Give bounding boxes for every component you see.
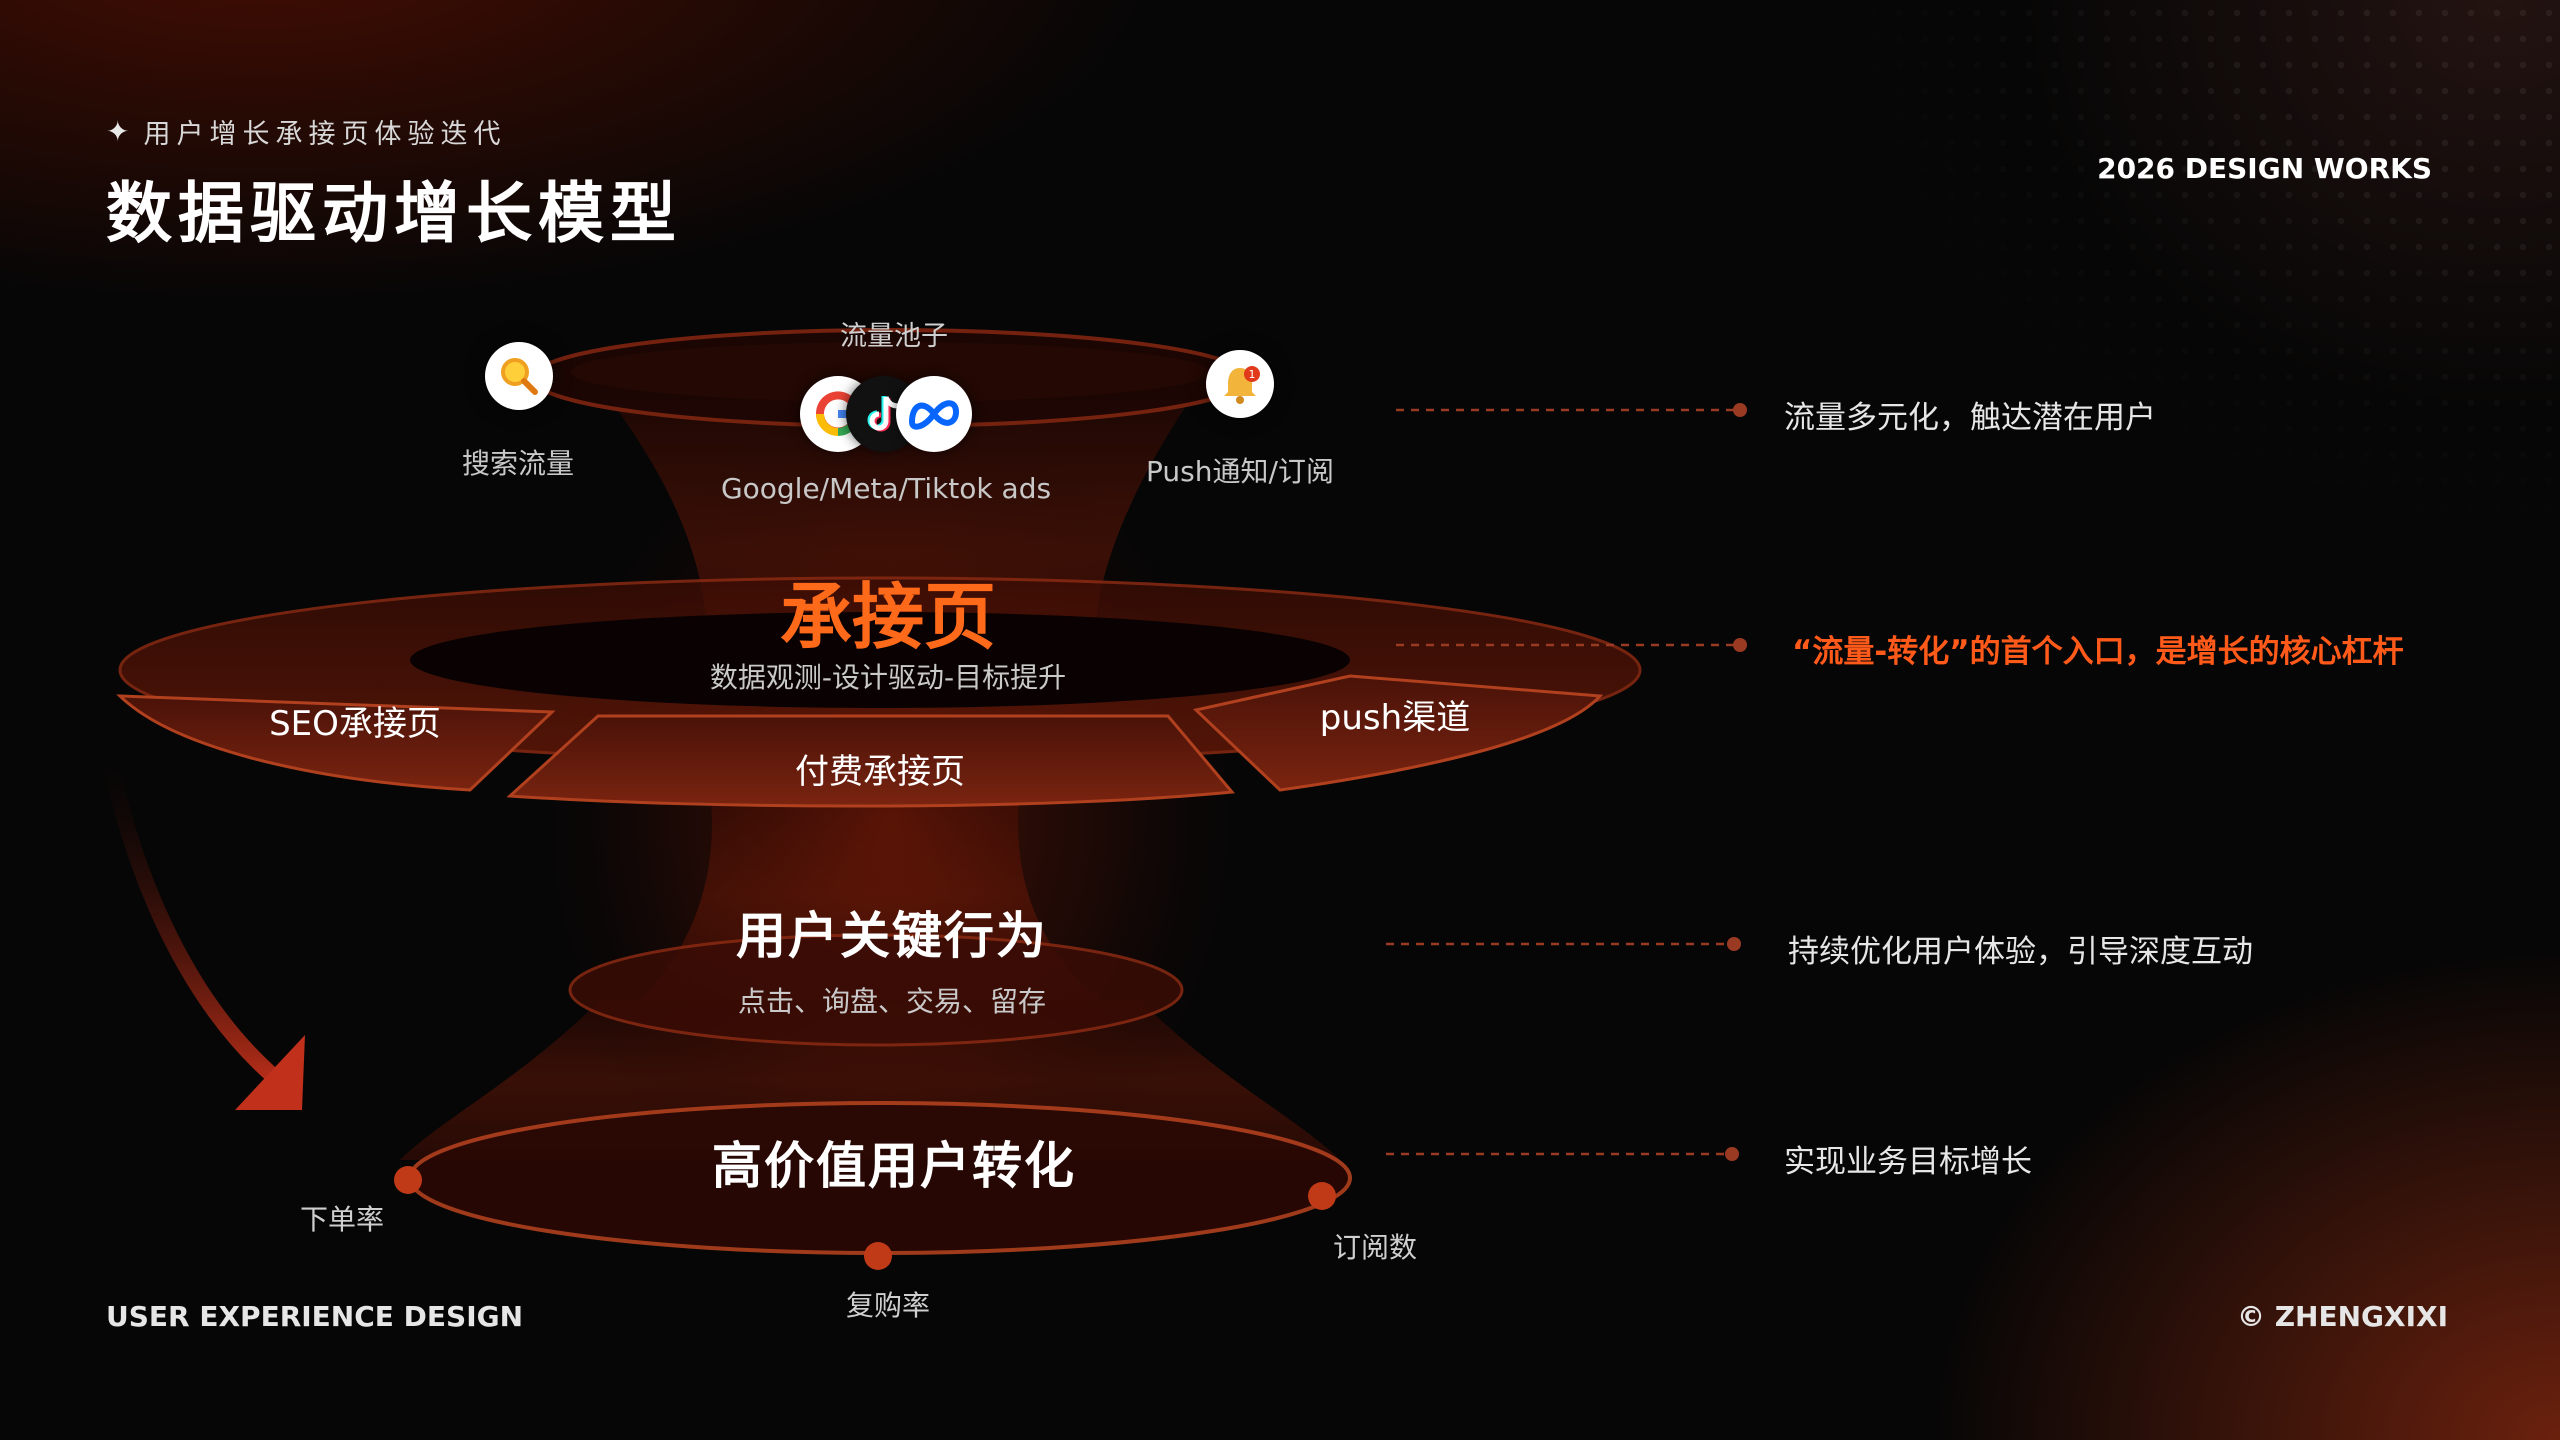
connector-3-dot bbox=[1727, 937, 1741, 951]
segment-seo-label: SEO承接页 bbox=[269, 704, 441, 744]
svg-text:1: 1 bbox=[1249, 368, 1256, 381]
bell-icon: 1 bbox=[1206, 350, 1274, 418]
page-title: 数据驱动增长模型 bbox=[106, 175, 682, 252]
metric-order-rate: 下单率 bbox=[299, 1203, 385, 1236]
dot-pattern bbox=[1860, 0, 2560, 520]
behavior-subtitle: 点击、询盘、交易、留存 bbox=[737, 985, 1047, 1018]
behavior-title: 用户关键行为 bbox=[736, 907, 1048, 965]
segment-paid-label: 付费承接页 bbox=[795, 752, 965, 792]
traffic-ring-inner bbox=[570, 342, 1210, 402]
footer-left-label: USER EXPERIENCE DESIGN bbox=[106, 1300, 524, 1333]
traffic-pool-label: 流量池子 bbox=[840, 321, 948, 352]
subtitle-text: 用户增长承接页体验迭代 bbox=[143, 119, 507, 150]
metric-subscriptions: 订阅数 bbox=[1332, 1231, 1418, 1264]
landing-ring-hole bbox=[410, 612, 1350, 708]
sparkle-icon: ✦ bbox=[106, 115, 130, 148]
note-behavior: 持续优化用户体验，引导深度互动 bbox=[1788, 934, 2253, 970]
push-traffic-label: Push通知/订阅 bbox=[1146, 455, 1334, 488]
curved-arrow-head bbox=[235, 1035, 305, 1110]
landing-subtitle: 数据观测-设计驱动-目标提升 bbox=[709, 661, 1067, 694]
connector-1-dot bbox=[1733, 403, 1747, 417]
note-traffic: 流量多元化，触达潜在用户 bbox=[1784, 400, 2156, 436]
meta-icon bbox=[896, 376, 972, 452]
segment-paid-shape bbox=[506, 714, 1235, 808]
connector-4-dot bbox=[1725, 1147, 1739, 1161]
metric-dot-repurchase bbox=[864, 1242, 892, 1270]
ads-traffic-label: Google/Meta/Tiktok ads bbox=[720, 472, 1052, 505]
conversion-title: 高价值用户转化 bbox=[712, 1137, 1076, 1195]
segment-seo-shape bbox=[116, 694, 556, 792]
behavior-ring bbox=[568, 933, 1184, 1047]
page-subtitle: ✦ 用户增长承接页体验迭代 bbox=[106, 112, 506, 151]
connector-2-dot bbox=[1733, 638, 1747, 652]
metric-dot-subscribe bbox=[1308, 1182, 1336, 1210]
metric-repurchase-rate: 复购率 bbox=[845, 1289, 931, 1322]
note-conversion: 实现业务目标增长 bbox=[1784, 1144, 2032, 1180]
segment-push-label: push渠道 bbox=[1319, 698, 1471, 738]
search-traffic-label: 搜索流量 bbox=[461, 447, 575, 480]
note-landing: “流量-转化”的首个入口，是增长的核心杠杆 bbox=[1792, 634, 2404, 670]
search-icon bbox=[485, 342, 553, 410]
segment-push-shape bbox=[1192, 674, 1604, 792]
metric-dot-order bbox=[394, 1166, 422, 1194]
footer-right-label: © ZHENGXIXI bbox=[2236, 1300, 2448, 1333]
curved-arrow-shaft bbox=[102, 758, 295, 1097]
brand-label: 2026 DESIGN WORKS bbox=[2097, 152, 2432, 185]
landing-title: 承接页 bbox=[779, 575, 997, 659]
